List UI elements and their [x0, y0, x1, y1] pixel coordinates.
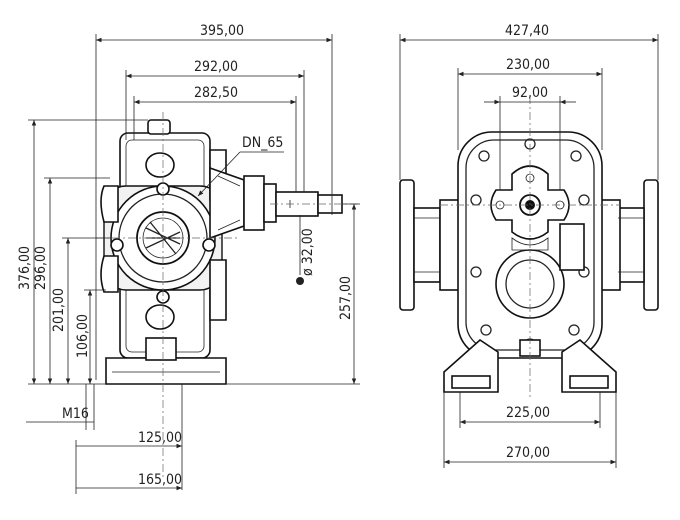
shaft-assembly: [209, 166, 343, 240]
dim-lower-height: 106,00: [75, 314, 91, 358]
dim-flange-to-shaft: 292,00: [194, 59, 238, 75]
dim-front-top-spacing: 92,00: [512, 85, 548, 101]
top-cap: [147, 119, 171, 135]
upper-port: [145, 152, 175, 178]
side-view-dimensions: 395,00 292,00 282,50 DN_65 ø 32,00 257,0…: [17, 23, 360, 494]
label-thread: M16: [62, 406, 89, 422]
dim-foot-offset-small: 125,00: [138, 430, 182, 446]
dim-overall-height: 376,00: [17, 246, 33, 290]
front-view: [399, 96, 659, 400]
label-connection: DN_65: [242, 135, 283, 151]
dim-front-overall-width: 427,40: [505, 23, 549, 39]
left-flange: [399, 179, 463, 311]
dim-foot-offset-large: 165,00: [138, 472, 182, 488]
pump-foot: [105, 337, 227, 385]
front-feet: [443, 338, 617, 393]
dim-front-body-width: 230,00: [506, 57, 550, 73]
dim-foot-inner: 225,00: [506, 405, 550, 421]
front-view-dimensions: 427,40 230,00 92,00 225,00 270,00: [399, 23, 659, 468]
side-view: [96, 112, 360, 480]
dim-body-height: 296,00: [33, 246, 49, 290]
dim-flange-to-key: 282,50: [194, 85, 238, 101]
lower-port: [145, 304, 175, 330]
dim-shaft-height: 257,00: [338, 276, 354, 320]
dim-flange-center-height: 201,00: [51, 288, 67, 332]
dim-foot-outer: 270,00: [506, 445, 550, 461]
side-plate: [559, 223, 585, 271]
dim-shaft-diameter: ø 32,00: [300, 228, 316, 276]
right-flange: [597, 179, 659, 311]
dim-overall-width: 395,00: [200, 23, 244, 39]
